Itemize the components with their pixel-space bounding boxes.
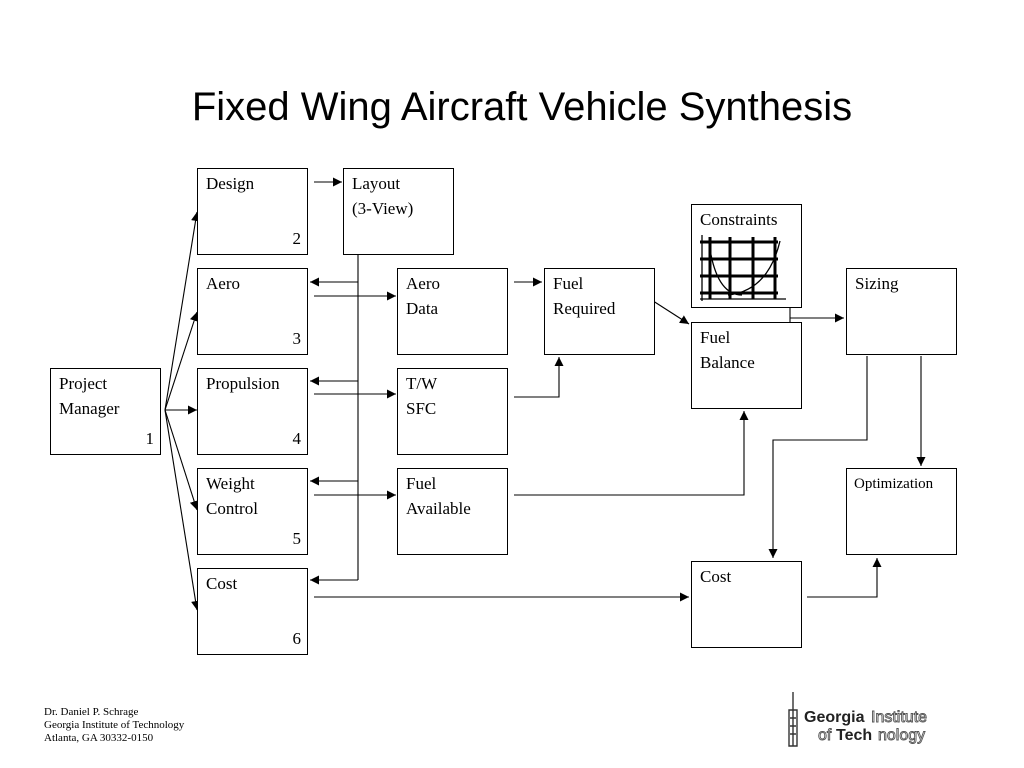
- layout-box: Layout (3-View): [343, 168, 454, 255]
- sizing-label: Sizing: [855, 274, 899, 293]
- slide-title: Fixed Wing Aircraft Vehicle Synthesis: [191, 85, 853, 129]
- propulsion-box: Propulsion 4: [197, 368, 308, 455]
- project-manager-label: Project Manager: [59, 374, 120, 418]
- aero-label: Aero: [206, 274, 240, 293]
- tower-icon: [788, 692, 798, 747]
- logo-of: of: [818, 727, 832, 744]
- optimization-label: Optimization: [854, 476, 934, 492]
- tw-sfc-label: T/W SFC: [406, 374, 438, 418]
- propulsion-number: 4: [292, 429, 302, 448]
- logo-georgia: Georgia: [804, 709, 865, 726]
- layout-label: Layout (3-View): [352, 174, 414, 218]
- propulsion-label: Propulsion: [206, 374, 280, 393]
- cost-left-box: Cost 6: [197, 568, 308, 655]
- footer-institution: Georgia Institute of Technology: [44, 719, 185, 731]
- cost-left-label: Cost: [206, 574, 238, 593]
- footer-author: Dr. Daniel P. Schrage: [44, 706, 139, 718]
- weight-control-box: Weight Control 5: [197, 468, 308, 555]
- fuel-available-label: Fuel Available: [406, 474, 471, 518]
- tw-sfc-box: T/W SFC: [397, 368, 508, 455]
- design-number: 2: [292, 229, 302, 248]
- fuel-balance-label: Fuel Balance: [700, 328, 755, 372]
- logo-institute: Institute: [871, 709, 927, 726]
- design-box: Design 2: [197, 168, 308, 255]
- sizing-box: Sizing: [846, 268, 957, 355]
- cost-right-label: Cost: [700, 567, 732, 586]
- cost-left-number: 6: [292, 629, 302, 648]
- logo-tech: Tech: [836, 727, 872, 744]
- aero-box: Aero 3: [197, 268, 308, 355]
- georgia-tech-logo: Georgia Institute of Tech nology: [782, 690, 962, 750]
- fuel-required-box: Fuel Required: [544, 268, 655, 355]
- project-manager-number: 1: [145, 429, 155, 448]
- fuel-required-label: Fuel Required: [553, 274, 616, 318]
- logo-nology: nology: [878, 727, 925, 744]
- constraints-box: Constraints: [691, 204, 802, 308]
- aero-data-box: Aero Data: [397, 268, 508, 355]
- footer-address: Atlanta, GA 30332-0150: [44, 732, 154, 744]
- author-footer: Dr. Daniel P. Schrage Georgia Institute …: [44, 706, 184, 745]
- cost-right-box: Cost: [691, 561, 802, 648]
- constraints-plot-icon: [700, 235, 786, 301]
- aero-data-label: Aero Data: [406, 274, 440, 318]
- weight-control-label: Weight Control: [206, 474, 258, 518]
- project-manager-box: Project Manager 1: [50, 368, 161, 455]
- design-label: Design: [206, 174, 255, 193]
- fuel-balance-box: Fuel Balance: [691, 322, 802, 409]
- fuel-available-box: Fuel Available: [397, 468, 508, 555]
- constraints-label: Constraints: [700, 210, 778, 229]
- aero-number: 3: [292, 329, 302, 348]
- optimization-box: Optimization: [846, 468, 957, 555]
- weight-control-number: 5: [292, 529, 302, 548]
